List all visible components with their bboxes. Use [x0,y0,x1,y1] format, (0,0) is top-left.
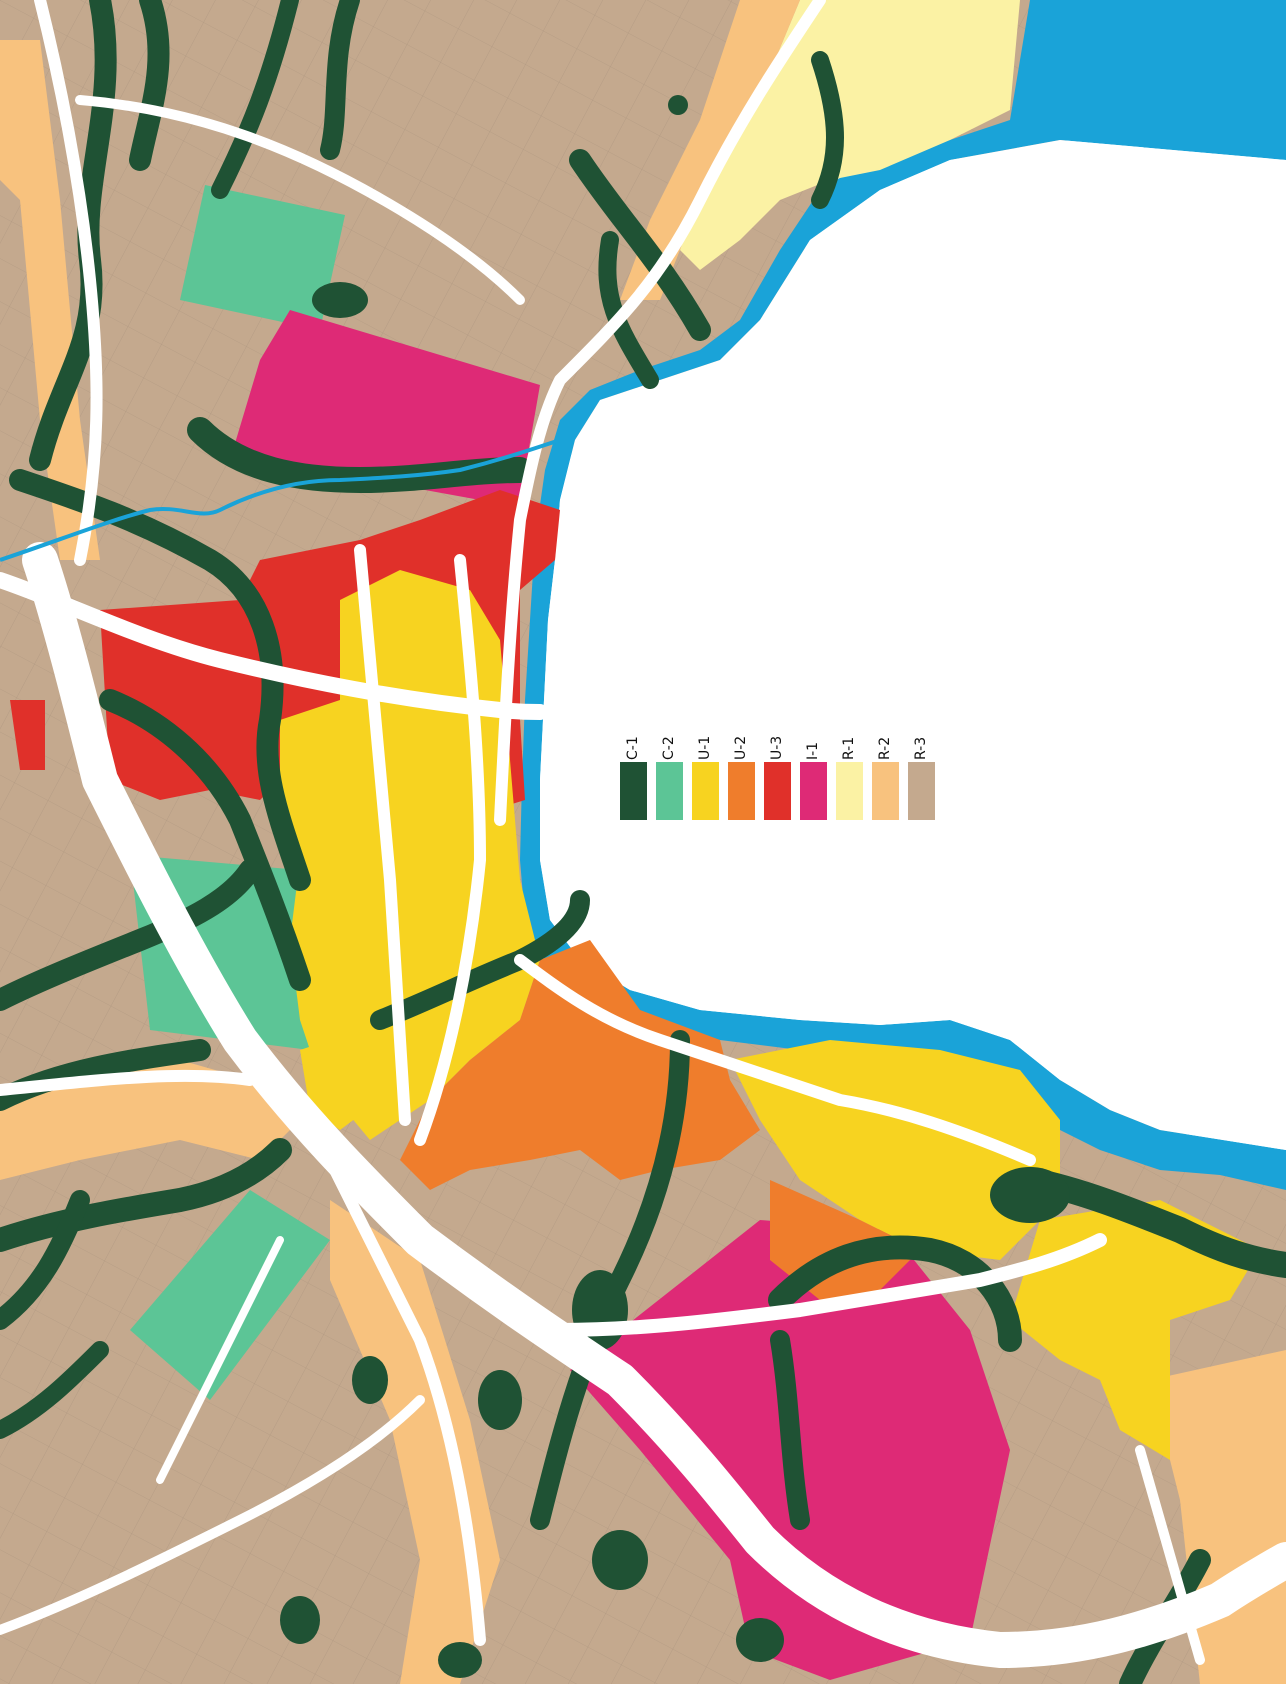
legend-swatch [872,762,899,820]
legend-label: I-1 [805,741,821,760]
zoning-legend: C-1 C-2 U-1 U-2 U-3 I-1 R-1 R-2 R-3 [620,720,940,820]
zone-u3-west [10,700,45,770]
zone-r2-southwest [0,1060,300,1180]
legend-label: U-1 [697,735,713,760]
legend-swatch [656,762,683,820]
zone-r2-south [330,1200,500,1684]
bay-white [540,140,1286,1150]
legend-label: C-2 [661,736,677,760]
river-water [520,0,1286,1190]
zone-r2-west [0,40,100,560]
zone-r1-north [680,0,1020,270]
legend-swatch [836,762,863,820]
legend-item-u2: U-2 [728,720,755,820]
legend-item-c2: C-2 [656,720,683,820]
legend-label: U-2 [733,735,749,760]
legend-item-r1: R-1 [836,720,863,820]
zone-u1-southeast [1010,1200,1260,1460]
legend-label: R-2 [877,736,893,760]
legend-swatch [800,762,827,820]
legend-swatch [692,762,719,820]
legend-label: U-3 [769,735,785,760]
legend-item-c1: C-1 [620,720,647,820]
legend-item-u1: U-1 [692,720,719,820]
zone-r2-north [620,0,800,300]
legend-item-r2: R-2 [872,720,899,820]
legend-swatch [764,762,791,820]
legend-swatch [620,762,647,820]
legend-item-r3: R-3 [908,720,935,820]
legend-label: R-1 [841,736,857,760]
zone-i1-north [230,310,540,500]
legend-item-i1: I-1 [800,720,827,820]
legend-label: R-3 [913,736,929,760]
legend-swatch [908,762,935,820]
zone-c2-north [180,185,345,330]
legend-item-u3: U-3 [764,720,791,820]
legend-swatch [728,762,755,820]
zone-u1-southwest [300,1030,380,1130]
creek [0,438,561,562]
legend-label: C-1 [625,736,641,760]
